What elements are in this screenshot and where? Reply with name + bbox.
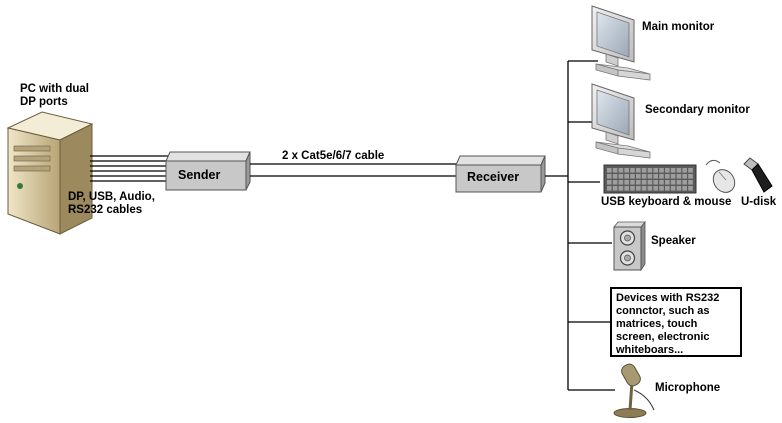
keyboard-key [647, 168, 653, 173]
usb-stick-icon [743, 157, 773, 193]
rs232-line: matrices, touch [616, 318, 698, 330]
sender-label: Sender [178, 168, 221, 182]
keyboard-key [682, 174, 687, 179]
rs232-line: Devices with RS232 [616, 292, 720, 304]
keyboard-key [659, 168, 664, 173]
keyboard-key [676, 168, 682, 173]
keyboard-key [647, 186, 653, 191]
keyboard-key [618, 180, 624, 185]
keyboard-key [688, 186, 693, 191]
secondary-monitor-label: Secondary monitor [645, 104, 750, 116]
receiver-box [455, 155, 546, 193]
pc-cables [90, 155, 168, 182]
keyboard-key [641, 180, 647, 185]
keyboard-icon [603, 164, 697, 194]
keyboard-key [682, 186, 687, 191]
keyboard-key [630, 174, 635, 179]
pc-label-line1: PC with dual [20, 83, 89, 95]
cat-cable-link [250, 163, 458, 177]
keyboard-key [659, 186, 664, 191]
keyboard-key [607, 174, 612, 179]
keyboard-key [653, 186, 658, 191]
keyboard-key [630, 168, 635, 173]
monitor-icon [591, 5, 651, 81]
keyboard-key [607, 186, 612, 191]
keyboard-key [630, 186, 635, 191]
keyboard-key [665, 180, 670, 185]
rs232-devices-box: Devices with RS232 connctor, such as mat… [610, 287, 742, 357]
keyboard-mouse-label: USB keyboard & mouse [601, 196, 732, 208]
main-monitor-label: Main monitor [642, 21, 715, 33]
keyboard-key [624, 168, 629, 173]
keyboard-key [612, 168, 618, 173]
mouse-icon [705, 159, 736, 193]
rs232-line: connctor, such as [616, 305, 710, 317]
keyboard-key [607, 168, 612, 173]
keyboard-key [647, 180, 653, 185]
keyboard-key [624, 186, 629, 191]
keyboard-key [653, 180, 658, 185]
keyboard-key [653, 174, 658, 179]
keyboard-key [676, 174, 682, 179]
keyboard-key [670, 168, 676, 173]
keyboard-key [676, 186, 682, 191]
link-label: 2 x Cat5e/6/7 cable [282, 150, 385, 162]
keyboard-key [618, 186, 624, 191]
keyboard-key [612, 186, 618, 191]
sender-box [165, 151, 251, 191]
keyboard-key [612, 180, 618, 185]
receiver-label: Receiver [467, 170, 520, 184]
rs232-line: screen, electronic [616, 331, 710, 343]
keyboard-key [682, 180, 687, 185]
keyboard-key [618, 174, 624, 179]
keyboard-key [665, 186, 670, 191]
cables-label-line1: DP, USB, Audio, [68, 191, 155, 203]
keyboard-key [641, 174, 647, 179]
pc-tower-icon [6, 111, 94, 235]
keyboard-key [636, 180, 641, 185]
keyboard-key [682, 168, 687, 173]
keyboard-key [636, 168, 641, 173]
output-bus [567, 60, 615, 391]
keyboard-key [665, 168, 670, 173]
keyboard-key [653, 168, 658, 173]
keyboard-key [636, 174, 641, 179]
keyboard-key [688, 168, 693, 173]
keyboard-key [612, 174, 618, 179]
udisk-label: U-disk [741, 196, 777, 208]
keyboard-key [618, 168, 624, 173]
keyboard-key [641, 186, 647, 191]
keyboard-key [630, 180, 635, 185]
keyboard-key [607, 180, 612, 185]
keyboard-key [624, 174, 629, 179]
rs232-line: whiteboars... [616, 344, 684, 356]
pc-label-line2: DP ports [20, 96, 68, 108]
keyboard-key [670, 180, 676, 185]
keyboard-key [659, 174, 664, 179]
keyboard-key [641, 168, 647, 173]
keyboard-key [636, 186, 641, 191]
microphone-label: Microphone [655, 382, 721, 394]
keyboard-key [688, 180, 693, 185]
keyboard-key [670, 186, 676, 191]
keyboard-key [676, 180, 682, 185]
keyboard-key [647, 174, 653, 179]
keyboard-key [665, 174, 670, 179]
microphone-icon [613, 363, 655, 418]
keyboard-key [670, 174, 676, 179]
speaker-icon [613, 220, 646, 272]
keyboard-key [688, 174, 693, 179]
monitor-icon [591, 83, 651, 159]
cables-label-line2: RS232 cables [68, 204, 143, 216]
keyboard-key [624, 180, 629, 185]
speaker-label: Speaker [651, 235, 696, 247]
keyboard-key [659, 180, 664, 185]
